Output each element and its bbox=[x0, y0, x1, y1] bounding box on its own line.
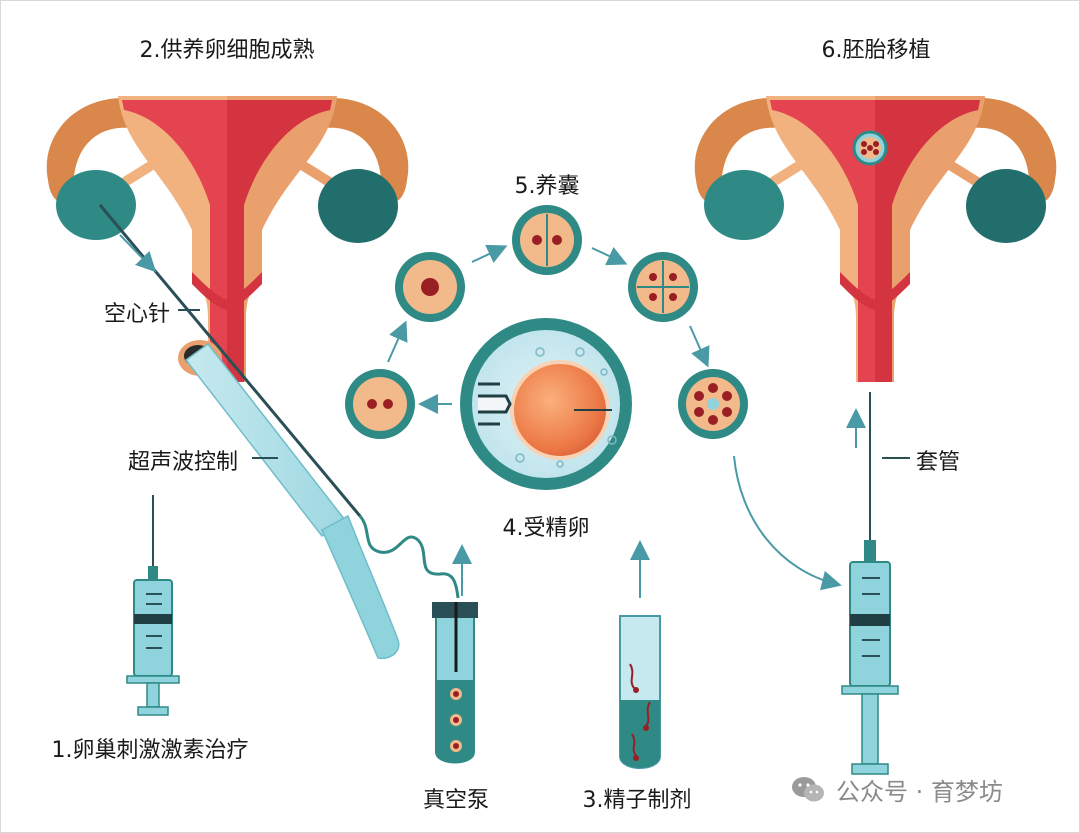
cell-zygote bbox=[395, 252, 465, 322]
label-vacuum: 真空泵 bbox=[422, 788, 490, 813]
label-step6: 6.胚胎移植 bbox=[821, 38, 931, 63]
hormone-syringe bbox=[126, 495, 180, 716]
watermark-text: 公众号 · 育梦坊 bbox=[836, 778, 1003, 806]
cell-cycle bbox=[345, 205, 748, 490]
cell-two-cell bbox=[512, 205, 582, 275]
label-needle: 空心针 bbox=[104, 302, 171, 327]
label-step4: 4.受精卵 bbox=[502, 516, 590, 541]
implanted-embryo bbox=[852, 130, 888, 166]
watermark: 公众号 · 育梦坊 bbox=[790, 772, 1003, 807]
ultrasound-probe bbox=[178, 340, 400, 660]
label-step5: 5.养囊 bbox=[514, 174, 580, 199]
label-step3: 3.精子制剂 bbox=[582, 788, 692, 813]
label-ultrasound: 超声波控制 bbox=[128, 450, 239, 475]
label-step1: 1.卵巢刺激激素治疗 bbox=[51, 738, 249, 763]
cell-two-pronuclei bbox=[345, 369, 415, 439]
vacuum-tube bbox=[432, 602, 478, 764]
uterus-right bbox=[694, 96, 1057, 382]
transfer-syringe bbox=[841, 392, 899, 775]
label-cannula: 套管 bbox=[916, 450, 961, 475]
uterus-left bbox=[46, 96, 409, 382]
wechat-icon bbox=[792, 776, 824, 801]
label-step2: 2.供养卵细胞成熟 bbox=[139, 38, 315, 63]
aspiration-arrow bbox=[119, 234, 157, 273]
to-syringe-arrow bbox=[733, 455, 842, 591]
cell-four-cell bbox=[628, 252, 698, 322]
cell-blastocyst bbox=[678, 369, 748, 439]
fertilization-cell bbox=[460, 318, 632, 490]
sperm-tube bbox=[619, 615, 661, 769]
